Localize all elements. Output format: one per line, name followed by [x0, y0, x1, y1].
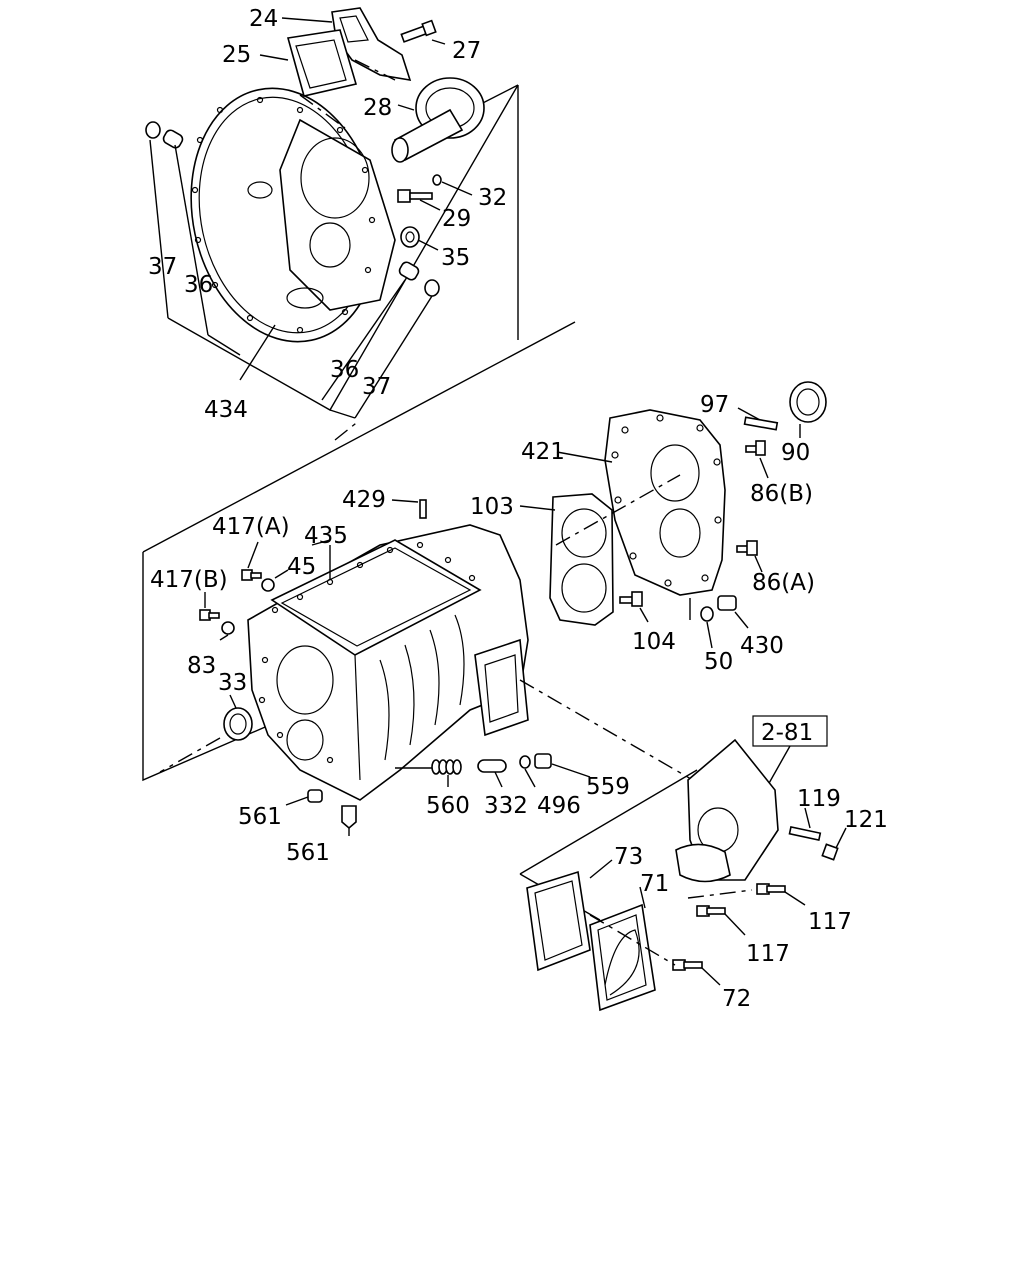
washer-496 — [519, 755, 531, 769]
label-332: 332 — [484, 793, 528, 819]
oil-seal-33 — [223, 707, 253, 741]
bolt-117-lower — [696, 905, 726, 917]
label-24: 24 — [249, 6, 278, 32]
bushing-36-left — [162, 129, 184, 149]
label-35: 35 — [441, 245, 470, 271]
label-50: 50 — [704, 649, 733, 675]
label-117-upper: 117 — [808, 909, 852, 935]
label-90: 90 — [781, 440, 810, 466]
plug-559 — [534, 753, 552, 769]
label-430: 430 — [740, 633, 784, 659]
bolt-417a — [241, 569, 262, 581]
spring-560 — [431, 759, 462, 775]
label-36-left: 36 — [184, 272, 213, 298]
label-104: 104 — [632, 629, 676, 655]
plug-561-left — [307, 789, 323, 803]
part-labels: 24 25 27 28 32 29 35 37 36 434 36 37 97 … — [148, 6, 888, 1012]
label-121: 121 — [844, 807, 888, 833]
label-37-right: 37 — [362, 374, 391, 400]
nut-121 — [821, 843, 839, 861]
label-559: 559 — [586, 774, 630, 800]
label-86a: 86(A) — [752, 570, 815, 596]
flywheel-housing — [190, 87, 396, 343]
bolt-29 — [397, 189, 433, 203]
seal-35 — [400, 226, 420, 248]
label-434: 434 — [204, 397, 248, 423]
label-117-lower: 117 — [746, 941, 790, 967]
axis-line-upper — [334, 419, 361, 441]
bolt-86b — [745, 440, 766, 456]
seal-37-right — [424, 279, 440, 297]
washer-83 — [221, 621, 235, 635]
transmission-case — [247, 499, 529, 801]
label-45: 45 — [287, 554, 316, 580]
label-435: 435 — [304, 523, 348, 549]
label-417b: 417(B) — [150, 567, 228, 593]
bolt-104 — [619, 591, 643, 607]
flywheel-housing-group — [145, 7, 519, 419]
o-ring-50 — [700, 606, 714, 622]
transmission-case-group — [142, 321, 827, 836]
stud-97 — [743, 416, 779, 431]
bolt-417b — [199, 609, 220, 621]
label-119: 119 — [797, 786, 841, 812]
label-71: 71 — [640, 871, 669, 897]
label-73: 73 — [614, 844, 643, 870]
label-28: 28 — [363, 95, 392, 121]
washer-45 — [261, 578, 275, 592]
bearing-retainer-28 — [391, 77, 485, 163]
label-2-81[interactable]: 2-81 — [761, 720, 813, 746]
rear-cover-421 — [604, 409, 726, 596]
label-561-left: 561 — [238, 804, 282, 830]
oil-seal-90 — [789, 381, 827, 423]
bolt-119 — [788, 825, 822, 841]
label-429: 429 — [342, 487, 386, 513]
label-86b: 86(B) — [750, 481, 813, 507]
label-33: 33 — [218, 670, 247, 696]
label-560: 560 — [426, 793, 470, 819]
bushing-36-right — [398, 261, 420, 281]
label-27: 27 — [452, 38, 481, 64]
label-417a: 417(A) — [212, 514, 290, 540]
label-72: 72 — [722, 986, 751, 1012]
pto-cover-group — [519, 715, 847, 1012]
gasket-25 — [286, 29, 358, 97]
label-561-bottom: 561 — [286, 840, 330, 866]
label-421: 421 — [521, 439, 565, 465]
label-29: 29 — [442, 206, 471, 232]
bolt-117-upper — [756, 883, 786, 895]
label-103: 103 — [470, 494, 514, 520]
pto-housing — [675, 738, 779, 883]
plug-561-bottom — [341, 805, 357, 830]
label-83: 83 — [187, 653, 216, 679]
gasket-103 — [549, 493, 614, 626]
seal-37-left — [145, 121, 161, 139]
gasket-73 — [526, 870, 591, 972]
plunger-332 — [477, 759, 507, 773]
label-36-right: 36 — [330, 357, 359, 383]
plug-430 — [717, 595, 737, 611]
label-25: 25 — [222, 42, 251, 68]
o-ring-32 — [432, 174, 442, 186]
label-97: 97 — [700, 392, 729, 418]
label-37-left: 37 — [148, 254, 177, 280]
label-496: 496 — [537, 793, 581, 819]
cover-71 — [589, 903, 656, 1012]
bolt-72 — [672, 959, 703, 971]
bolt-86a — [736, 540, 758, 556]
label-32: 32 — [478, 185, 507, 211]
bolt-27 — [400, 19, 437, 43]
